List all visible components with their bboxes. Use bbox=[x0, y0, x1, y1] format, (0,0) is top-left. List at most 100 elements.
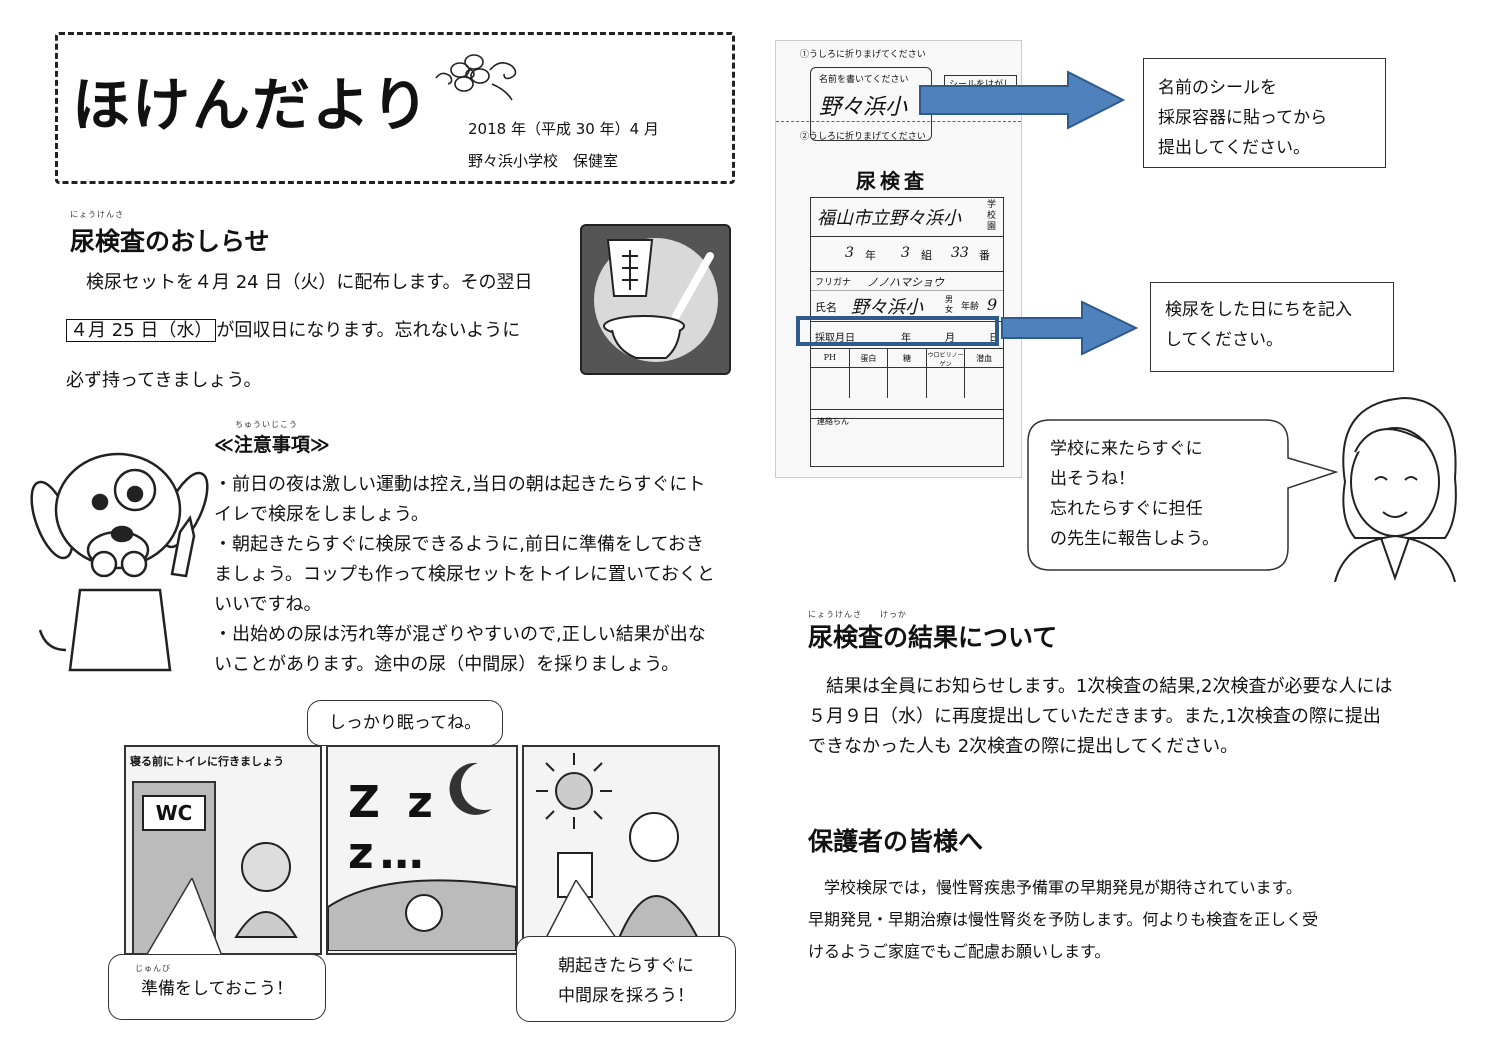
sheet-school-suffix: 学校園 bbox=[987, 200, 997, 232]
sheet-grade-unit: 年 bbox=[865, 249, 876, 262]
guardians-line: 早期発見・早期治療は慢性腎炎を予防します。何よりも検査を正しく受 bbox=[808, 910, 1319, 929]
sheet-contact-box: 連絡らん bbox=[810, 409, 1004, 467]
sheet-form-table: 福山市立野々浜小 学校園 3 年 3 組 33 番 フリガナ ノノハマショウ 氏… bbox=[810, 197, 1004, 419]
sheet-furigana-label: フリガナ bbox=[815, 278, 852, 288]
issue-date: 2018 年（平成 30 年）4 月 bbox=[468, 120, 659, 138]
sheet-age-value: 9 bbox=[987, 295, 998, 314]
guardians-line: 学校検尿では，慢性腎疾患予備軍の早期発見が期待されています。 bbox=[808, 878, 1302, 897]
nurse-teacher-illustration bbox=[1334, 396, 1457, 582]
caution-line: イレで検尿をしましょう。 bbox=[214, 504, 429, 525]
caution-line: ましょう。コップも作って検尿セットをトイレに置いておくと bbox=[214, 564, 715, 585]
name-sticker: 名前を書いてください 野々浜小 bbox=[810, 67, 932, 141]
guardians-line: けるようご家庭でもご配慮お願いします。 bbox=[808, 942, 1111, 961]
notice-heading: 尿検査のおしらせ bbox=[70, 227, 270, 256]
name-sticker-label: 名前を書いてください bbox=[819, 75, 909, 85]
cautions-heading-ruby: ちゅういじこう bbox=[235, 420, 298, 429]
sheet-date-label: 採取月日 bbox=[815, 333, 855, 344]
toilet-icon bbox=[594, 238, 718, 362]
notice-line-1: 検尿セットを４月 24 日（火）に配布します。その翌日 bbox=[68, 272, 533, 293]
callout-sticker-line-2: 採尿容器に貼ってから bbox=[1158, 108, 1328, 128]
sheet-title: 尿検査 bbox=[856, 169, 928, 193]
results-line: ５月９日（水）に再度提出していただきます。また,1次検査の際に提出 bbox=[808, 706, 1381, 727]
results-heading: 尿検査の結果について bbox=[808, 623, 1058, 652]
caution-line: ・前日の夜は激しい運動は控え,当日の朝は起きたらすぐにト bbox=[214, 474, 706, 495]
bubble-prepare-text: 準備をしておこう！ bbox=[141, 979, 293, 999]
callout-sticker-line-3: 提出してください。 bbox=[1158, 138, 1310, 158]
bubble-morning-line-2: 中間尿を採ろう！ bbox=[558, 986, 694, 1006]
caution-line: いいですね。 bbox=[214, 594, 322, 615]
teacher-bubble-text: 学校に来たらすぐに 出そうね！ 忘れたらすぐに担任 の先生に報告しよう。 bbox=[1050, 434, 1219, 554]
callout-sticker: 名前のシールを 採尿容器に貼ってから 提出してください。 bbox=[1143, 58, 1386, 168]
sheet-date-day: 日 bbox=[989, 333, 999, 344]
teacher-bubble-line-4: の先生に報告しよう。 bbox=[1050, 529, 1219, 549]
sheet-school-row: 福山市立野々浜小 学校園 bbox=[811, 198, 1003, 237]
cautions-heading: ≪注意事項≫ bbox=[214, 434, 330, 456]
sheet-date-month: 月 bbox=[945, 333, 955, 344]
results-line: できなかった人も 2次検査の際に提出してください。 bbox=[808, 736, 1239, 757]
bubble-sleep-well: しっかり眠ってね。 bbox=[307, 700, 503, 746]
name-sticker-value: 野々浜小 bbox=[819, 95, 908, 120]
sheet-date-row: 採取月日 年 月 日 bbox=[811, 322, 1003, 349]
sheet-contact-label: 連絡らん bbox=[817, 417, 849, 426]
comic-panel-sleeping: Z z z… bbox=[326, 745, 518, 955]
caution-line: いことがあります。途中の尿（中間尿）を採りましょう。 bbox=[214, 654, 680, 675]
notice-line-2: ４月 25 日（水）が回収日になります。忘れないように bbox=[66, 316, 520, 342]
flower-ornament-icon bbox=[435, 54, 517, 101]
guardians-heading: 保護者の皆様へ bbox=[808, 827, 984, 856]
caution-line: ・朝起きたらすぐに検尿できるように,前日に準備をしておき bbox=[214, 534, 704, 555]
sheet-name-label: 氏名 bbox=[815, 301, 837, 314]
callout-sticker-line-1: 名前のシールを bbox=[1158, 78, 1277, 98]
arrow-right-icon bbox=[919, 70, 1126, 130]
moon-icon bbox=[449, 762, 492, 815]
sheet-result-header: PH 蛋白 糖 ウロビリノーゲン 潜血 bbox=[811, 349, 1003, 368]
sheet-number-unit: 番 bbox=[979, 249, 990, 262]
fold-note-2: ②うしろに折りまげてください bbox=[800, 132, 926, 142]
school-name: 野々浜小学校 保健室 bbox=[468, 152, 619, 170]
toilet-illustration bbox=[580, 224, 731, 375]
sheet-name-value: 野々浜小 bbox=[851, 297, 923, 318]
notice-line-2-rest: が回収日になります。忘れないように bbox=[216, 320, 521, 341]
teacher-bubble-line-2: 出そうね！ bbox=[1050, 469, 1135, 489]
bubble-prepare: じゅんび 準備をしておこう！ bbox=[108, 954, 326, 1020]
sheet-header-urobilinogen: ウロビリノーゲン bbox=[927, 349, 966, 368]
sheet-header-ph: PH bbox=[811, 349, 850, 367]
wc-sign: WC bbox=[142, 795, 206, 831]
teacher-bubble-line-1: 学校に来たらすぐに bbox=[1050, 439, 1203, 459]
sheet-class-value: 3 bbox=[901, 245, 910, 261]
results-heading-ruby: にょうけんさ けっか bbox=[808, 610, 907, 619]
sheet-class-unit: 組 bbox=[921, 249, 932, 262]
callout-date: 検尿をした日にちを記入 してください。 bbox=[1150, 282, 1394, 372]
teacher-bubble-line-3: 忘れたらすぐに担任 bbox=[1050, 499, 1203, 519]
sheet-furigana-row: フリガナ ノノハマショウ bbox=[811, 272, 1003, 291]
date-row-highlight bbox=[796, 316, 999, 346]
bubble-morning-line-1: 朝起きたらすぐに bbox=[558, 956, 694, 976]
sheet-number-value: 33 bbox=[951, 245, 969, 261]
bubble-tail bbox=[144, 878, 224, 957]
callout-date-line-1: 検尿をした日にちを記入 bbox=[1165, 300, 1352, 320]
bubble-prepare-ruby: じゅんび bbox=[135, 964, 171, 973]
sheet-sex-label: 男女 bbox=[945, 295, 953, 314]
masthead-frame bbox=[55, 32, 735, 184]
sheet-header-sugar: 糖 bbox=[888, 349, 927, 367]
girl-figure-icon bbox=[234, 842, 298, 938]
sheet-name-row: 氏名 野々浜小 男女 年齢 9 bbox=[811, 291, 1003, 322]
notice-line-3: 必ず持ってきましょう。 bbox=[66, 370, 262, 391]
fold-note-1: ①うしろに折りまげてください bbox=[800, 50, 926, 60]
cautions-body: ・前日の夜は激しい運動は控え,当日の朝は起きたらすぐにト イレで検尿をしましょう… bbox=[214, 470, 734, 680]
zzz-text: Z z z… bbox=[348, 777, 439, 879]
teacher-speech-bubble-shape bbox=[1027, 419, 1339, 571]
guardians-body: 学校検尿では，慢性腎疾患予備軍の早期発見が期待されています。 早期発見・早期治療… bbox=[808, 872, 1448, 968]
bubble-tail bbox=[546, 880, 618, 939]
arrow-right-icon bbox=[1001, 300, 1139, 356]
comic-panel-morning bbox=[522, 745, 720, 955]
fold-line bbox=[776, 121, 1021, 122]
dog-doctor-illustration bbox=[30, 452, 209, 672]
sleeping-child-icon bbox=[328, 879, 516, 951]
bubble-morning: 朝起きたらすぐに 中間尿を採ろう！ bbox=[516, 936, 736, 1022]
results-line: 結果は全員にお知らせします。1次検査の結果,2次検査が必要な人には bbox=[808, 676, 1393, 697]
sheet-date-year: 年 bbox=[901, 333, 911, 344]
collection-date-box: ４月 25 日（水） bbox=[66, 319, 217, 342]
sheet-class-row: 3 年 3 組 33 番 bbox=[811, 237, 1003, 272]
callout-date-line-2: してください。 bbox=[1165, 330, 1283, 350]
comic-panel-caption: 寝る前にトイレに行きましょう bbox=[130, 755, 284, 768]
